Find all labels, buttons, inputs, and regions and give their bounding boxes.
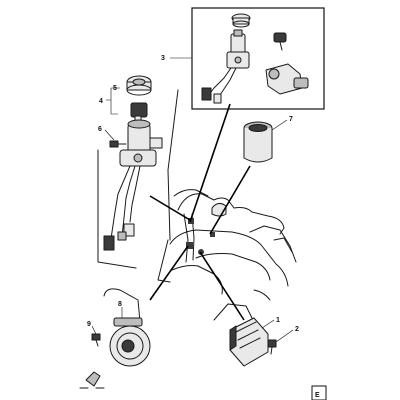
inset-switch-cap xyxy=(231,13,251,28)
inset-screw xyxy=(273,32,287,51)
pointer-lines xyxy=(149,103,251,321)
rectifier-regulator: 1 2 xyxy=(213,303,299,367)
horn-assembly: 8 9 xyxy=(87,288,151,367)
lock-cap xyxy=(126,75,152,96)
horn-bolt-icon xyxy=(91,333,101,347)
inset-box-alternate-switch: 3 xyxy=(161,7,325,110)
switch-barrel xyxy=(119,119,163,167)
inset-frame xyxy=(191,7,325,110)
callout-1: 1 xyxy=(276,317,280,324)
location-marker xyxy=(198,249,204,255)
callout-5: 5 xyxy=(113,85,117,92)
callout-8: 8 xyxy=(118,301,122,308)
clip-icon xyxy=(79,371,105,389)
inset-main-switch-body xyxy=(201,29,250,104)
location-marker xyxy=(186,242,193,249)
callout-9: 9 xyxy=(87,321,91,328)
callout-7: 7 xyxy=(289,116,293,123)
main-switch-assembly: 4 5 6 xyxy=(97,75,179,269)
inset-seat-lock-switch xyxy=(265,63,309,95)
callout-6: 6 xyxy=(98,126,102,133)
callout-3: 3 xyxy=(161,55,165,62)
callout-2: 2 xyxy=(295,326,299,333)
regulator-bolt-icon xyxy=(267,339,277,355)
callout-4: 4 xyxy=(99,98,103,105)
bolt-icon xyxy=(109,140,127,148)
location-marker xyxy=(210,232,215,237)
scooter-silhouette xyxy=(169,189,297,301)
wiring-harness xyxy=(103,165,141,251)
page-corner-marker: E xyxy=(311,385,327,400)
corner-label: E xyxy=(315,392,320,399)
flasher-relay: 7 xyxy=(243,116,293,163)
